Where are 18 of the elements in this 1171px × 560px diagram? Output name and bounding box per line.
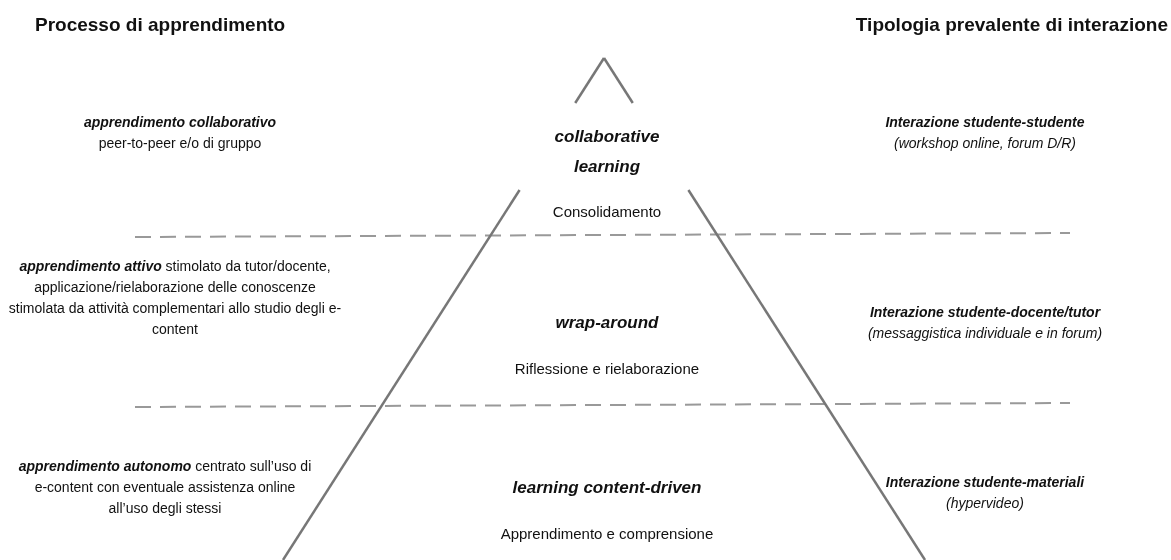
- level-heading: wrap-around: [554, 312, 660, 334]
- level-description: apprendimento attivo stimolato da tutor/docente, applicazione/rielaborazione delle conoscenze stimolata da attività complementari allo studio degli e-content: [7, 257, 343, 339]
- interaction-description: (messaggistica individuale e in forum): [866, 324, 1104, 343]
- level-description: Riflessione e rielaborazione: [513, 359, 701, 379]
- level-heading: collaborative learning: [553, 126, 661, 178]
- column-heading: Tipologia prevalente di interazione: [854, 14, 1168, 35]
- interaction-description: (hypervideo): [945, 494, 1025, 513]
- level-description: Consolidamento: [551, 202, 663, 222]
- level-heading: learning content-driven: [511, 477, 703, 499]
- level-description: apprendimento autonomo centrato sull’uso di e-content con eventuale assistenza online all’uso degli stessi: [17, 457, 313, 518]
- interaction-label: Interazione studente-docente/tutor: [868, 303, 1102, 322]
- level-description: peer-to-peer e/o di gruppo: [97, 134, 263, 153]
- level-label: apprendimento collaborativo: [82, 113, 278, 132]
- interaction-label: Interazione studente-studente: [884, 113, 1086, 132]
- column-heading: Processo di apprendimento: [35, 14, 287, 35]
- level-description: Apprendimento e comprensione: [499, 524, 715, 544]
- interaction-description: (workshop online, forum D/R): [892, 134, 1078, 153]
- interaction-label: Interazione studente-materiali: [884, 473, 1086, 492]
